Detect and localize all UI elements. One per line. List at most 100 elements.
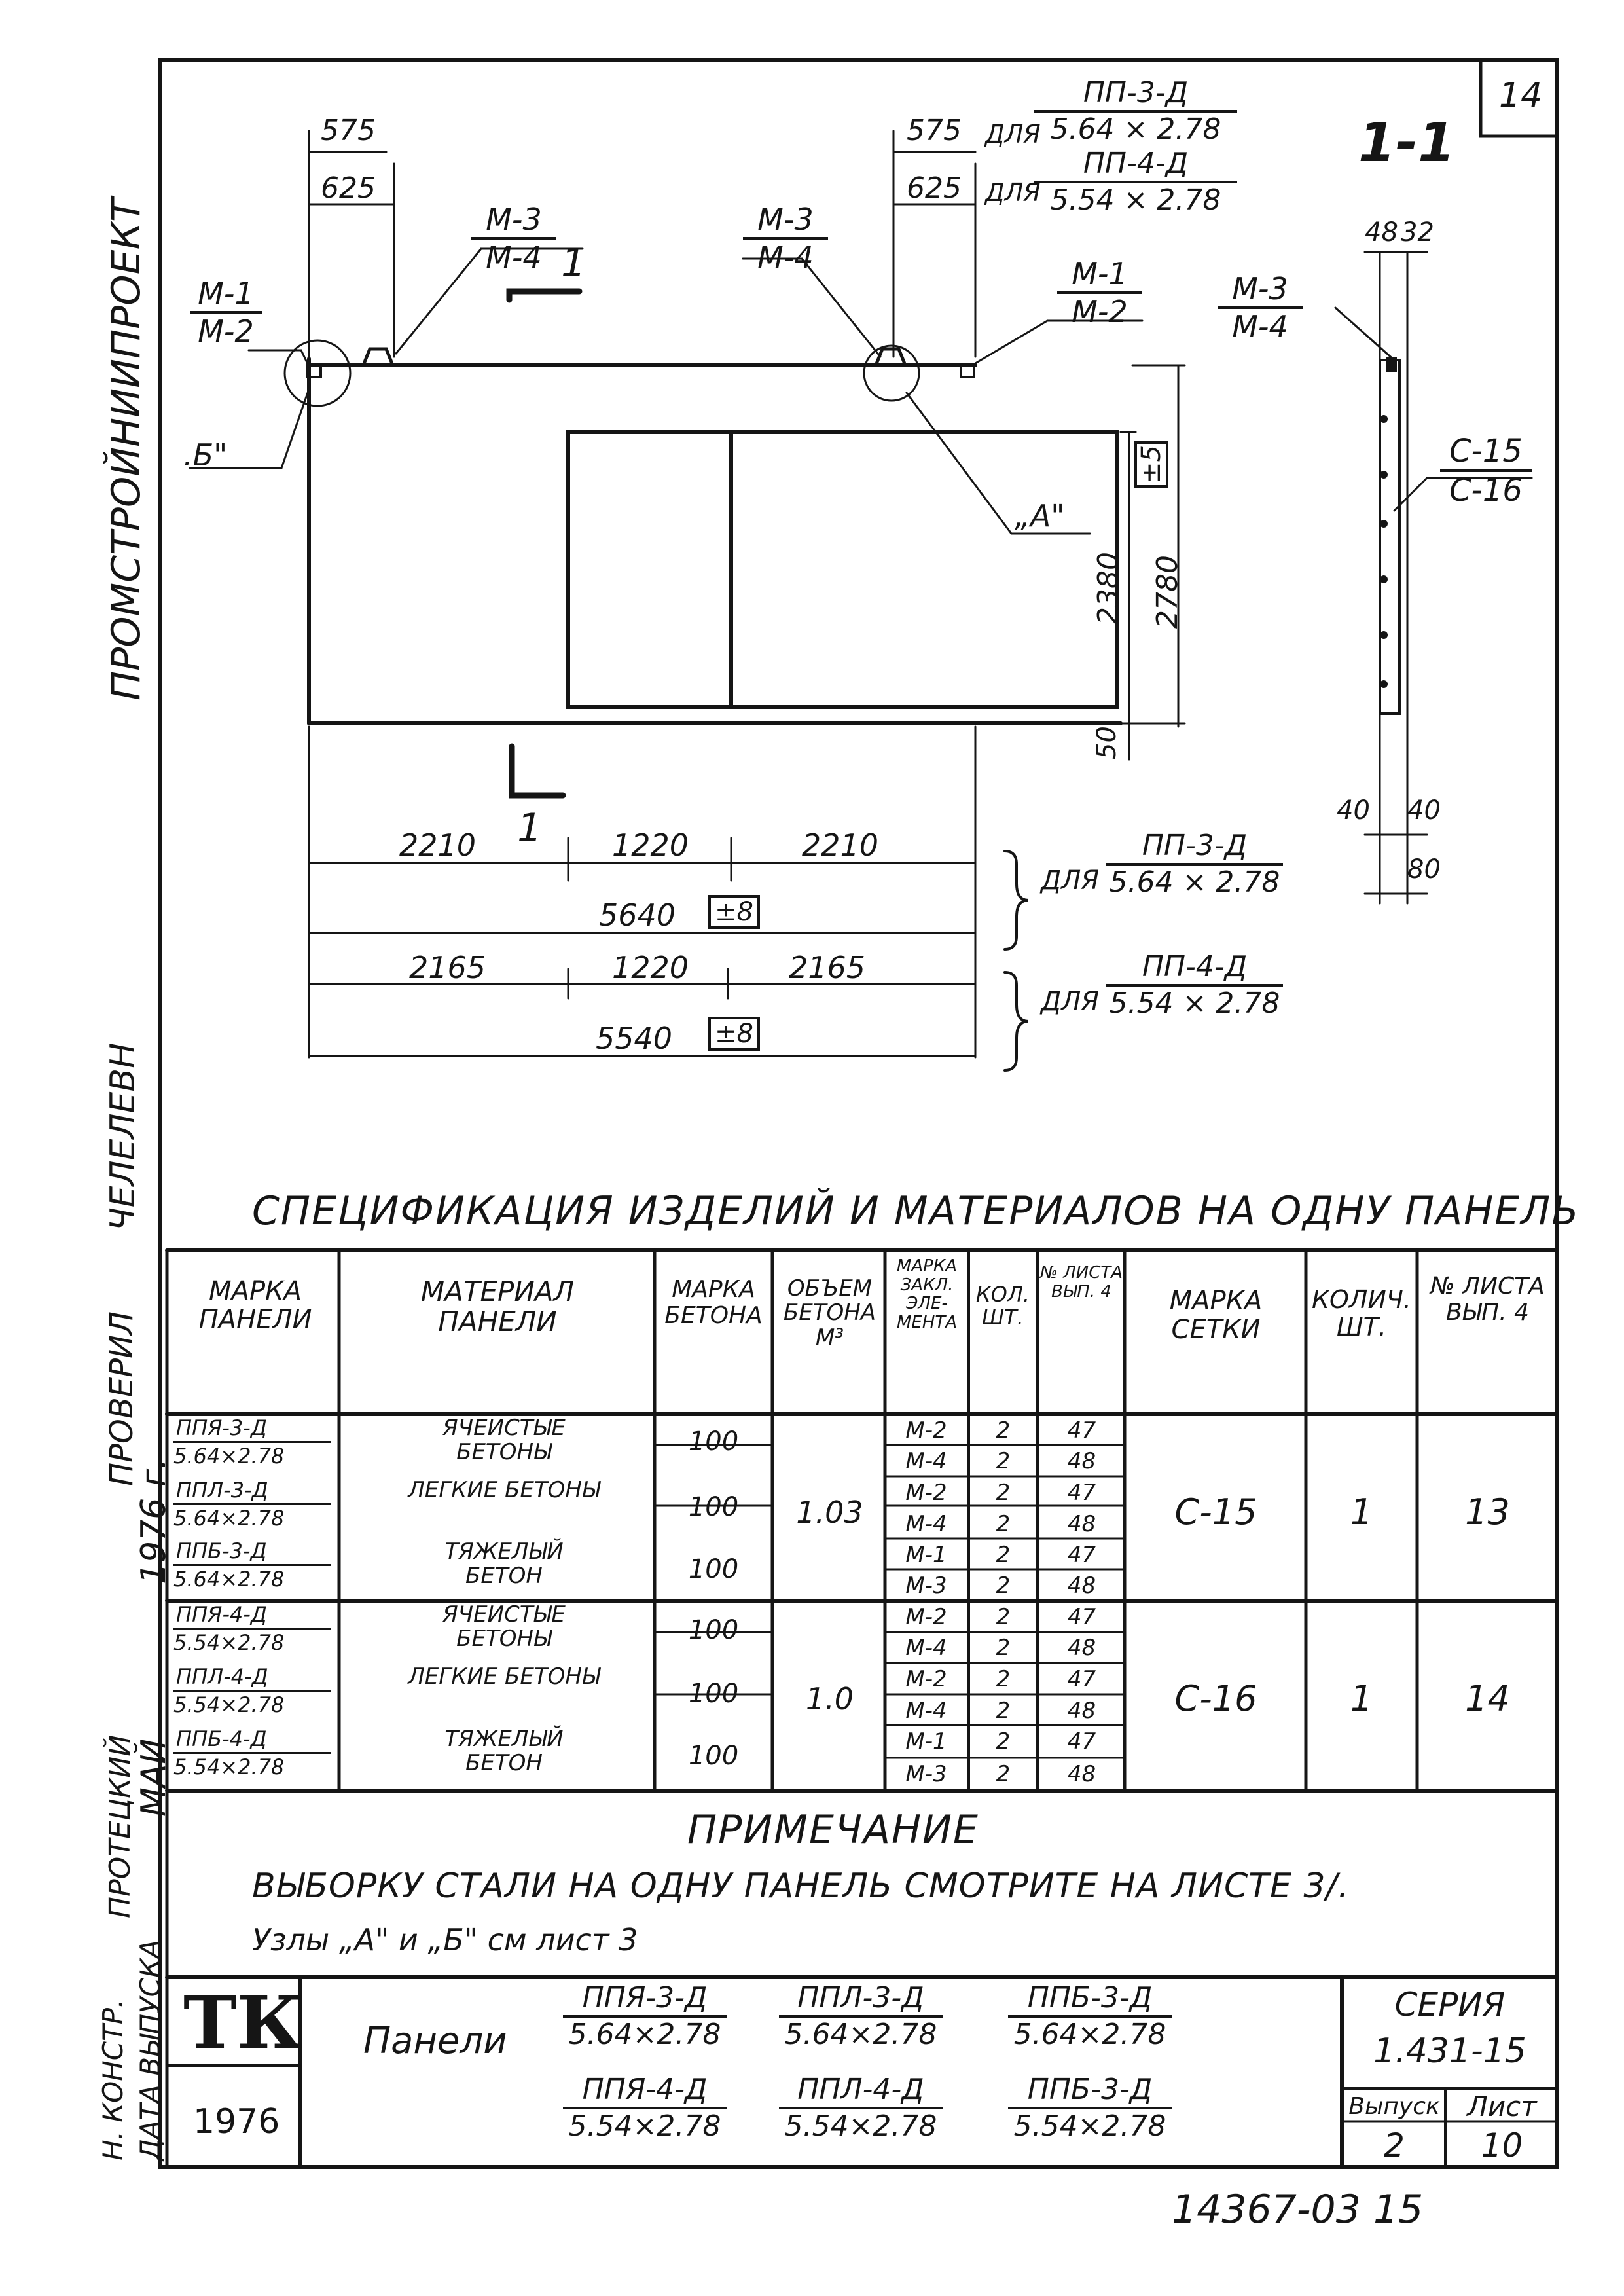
- pp4-bottom-fraction: ПП-4-Д 5.54 × 2.78: [1106, 953, 1283, 1018]
- m1-right: М-1: [1057, 259, 1142, 294]
- tb-item-3: ППБ-3-Д 5.64×2.78: [1008, 1984, 1172, 2049]
- row6-mark: ППБ-4-Д 5.54×2.78: [173, 1728, 331, 1777]
- row2-qty-b: 2: [996, 1511, 1011, 1537]
- th-embed-mark: МАРКА ЗАКЛ. ЭЛЕ-МЕНТА: [896, 1256, 958, 1332]
- group2-mesh-qty: 1: [1350, 1678, 1373, 1719]
- dim-5640: 5640: [599, 898, 676, 933]
- m3-section: М-3: [1218, 274, 1303, 309]
- row1-mark-num: ППЯ-3-Д: [173, 1417, 331, 1443]
- th-sheet: № ЛИСТА ВЫП. 4: [1039, 1263, 1123, 1302]
- pp3-bottom-num: ПП-3-Д: [1106, 831, 1283, 866]
- sec-80: 80: [1407, 854, 1441, 884]
- m2-left: М-2: [198, 314, 254, 349]
- node-b-label: .Б": [183, 437, 228, 473]
- group1-volume: 1.03: [796, 1495, 863, 1530]
- row4-qty-b: 2: [996, 1635, 1011, 1661]
- row3-el-a: М-1: [905, 1542, 947, 1568]
- group2-mesh: С-16: [1174, 1678, 1257, 1719]
- pp3-top-den: 5.64 × 2.78: [1050, 113, 1221, 146]
- dim-50: 50: [1092, 726, 1122, 759]
- tb-item-6: ППБ-3-Д 5.54×2.78: [1008, 2075, 1172, 2141]
- row4-mark-den: 5.54×2.78: [173, 1630, 285, 1655]
- tb-item-6-num: ППБ-3-Д: [1008, 2075, 1172, 2109]
- cut-mark-bottom: 1: [517, 805, 543, 851]
- dim-5540: 5540: [596, 1021, 673, 1056]
- row4-mark: ППЯ-4-Д 5.54×2.78: [173, 1604, 331, 1653]
- row3-qty-b: 2: [996, 1573, 1011, 1599]
- strip-month: МАЙ: [134, 1738, 173, 1817]
- row6-mark-den: 5.54×2.78: [173, 1755, 285, 1779]
- row2-sheet-b: 48: [1067, 1511, 1096, 1537]
- sheet-label: Лист: [1467, 2090, 1537, 2123]
- dim-2165-left: 2165: [409, 950, 486, 985]
- row4-el-b: М-4: [905, 1635, 947, 1661]
- sec-40-right: 40: [1407, 795, 1441, 826]
- m4-section: М-4: [1232, 309, 1288, 344]
- row5-sheet-a: 47: [1067, 1666, 1096, 1692]
- m1-m2-left: М-1 М-2: [190, 278, 262, 346]
- row4-sheet-a: 47: [1067, 1604, 1096, 1630]
- row6-sheet-a: 47: [1067, 1728, 1096, 1755]
- sheet-number: 14: [1499, 76, 1543, 115]
- m4-right: М-4: [757, 240, 814, 275]
- sheet-value: 10: [1481, 2126, 1523, 2164]
- tol-8-bottom: ±8: [708, 1017, 760, 1051]
- strip-role-2: ДАТА ВЫПУСКА: [134, 1939, 166, 2160]
- spec-title: СПЕЦИФИКАЦИЯ ИЗДЕЛИЙ И МАТЕРИАЛОВ НА ОДН…: [252, 1188, 1580, 1234]
- th-mesh-sheet: № ЛИСТА ВЫП. 4: [1430, 1273, 1545, 1326]
- tb-item-4-den: 5.54×2.78: [568, 2109, 721, 2143]
- row3-mark-num: ППБ-3-Д: [173, 1540, 331, 1566]
- group2-volume: 1.0: [805, 1681, 854, 1717]
- group1-mesh: С-15: [1174, 1491, 1257, 1533]
- m1-m2-right: М-1 М-2: [1057, 259, 1142, 327]
- node-a-label: „А": [1015, 498, 1065, 534]
- issue-label: Выпуск: [1348, 2093, 1440, 2120]
- dim-1220-top: 1220: [612, 828, 689, 863]
- tb-item-5-num: ППЛ-4-Д: [779, 2075, 943, 2109]
- th-mesh-qty: КОЛИЧ. ШТ.: [1311, 1285, 1412, 1341]
- pp3-top-fraction: ПП-3-Д 5.64 × 2.78: [1034, 79, 1237, 144]
- tb-item-4-num: ППЯ-4-Д: [563, 2075, 727, 2109]
- archive-number: 14367-03 15: [1172, 2187, 1424, 2232]
- m3-right: М-3: [743, 204, 828, 240]
- m2-right: М-2: [1072, 294, 1128, 329]
- label-for-pp4: ДЛЯ: [985, 178, 1041, 207]
- label-for-pp3-bottom: ДЛЯ: [1041, 866, 1100, 896]
- row6-el-b: М-3: [905, 1761, 947, 1787]
- m3-m4-section: М-3 М-4: [1218, 274, 1303, 342]
- row1-qty-a: 2: [996, 1417, 1011, 1444]
- th-concrete-grade: МАРКА БЕТОНА: [664, 1276, 763, 1329]
- tb-item-2-num: ППЛ-3-Д: [779, 1984, 943, 2018]
- pp3-bottom-fraction: ПП-3-Д 5.64 × 2.78: [1106, 831, 1283, 897]
- row5-mark-den: 5.54×2.78: [173, 1692, 285, 1717]
- dim-2165-right: 2165: [789, 950, 866, 985]
- row6-el-a: М-1: [905, 1728, 947, 1755]
- pp4-bottom-den: 5.54 × 2.78: [1109, 987, 1280, 1020]
- c15-c16-section: С-15 С-16: [1440, 435, 1532, 506]
- row4-el-a: М-2: [905, 1604, 947, 1630]
- strip-author: ПРОТЕЦКИЙ: [103, 1734, 137, 1918]
- tb-item-2: ППЛ-3-Д 5.64×2.78: [779, 1984, 943, 2049]
- dim-2210-right: 2210: [802, 828, 879, 863]
- row2-qty-a: 2: [996, 1480, 1011, 1506]
- pp4-top-den: 5.54 × 2.78: [1034, 181, 1237, 215]
- row2-sheet-a: 47: [1067, 1480, 1096, 1506]
- group1-mesh-sheet: 13: [1465, 1491, 1510, 1533]
- tb-item-5-den: 5.54×2.78: [784, 2109, 937, 2143]
- row1-mark-den: 5.64×2.78: [173, 1444, 285, 1468]
- m3-m4-left: М-3 М-4: [471, 204, 556, 272]
- cut-mark-top: 1: [561, 240, 586, 286]
- label-for-pp3: ДЛЯ: [985, 120, 1041, 149]
- th-panel-material: МАТЕРИАЛ ПАНЕЛИ: [420, 1275, 575, 1338]
- dim-575-right: 575: [907, 114, 962, 147]
- row2-el-a: М-2: [905, 1480, 947, 1506]
- row5-qty-a: 2: [996, 1666, 1011, 1692]
- row3-mark: ППБ-3-Д 5.64×2.78: [173, 1540, 331, 1590]
- row2-mark-num: ППЛ-3-Д: [173, 1480, 331, 1505]
- group1-mesh-qty: 1: [1350, 1491, 1373, 1533]
- tol-5: ±5: [1134, 441, 1168, 488]
- series-value: 1.431-15: [1373, 2032, 1526, 2071]
- m4-left: М-4: [486, 240, 542, 275]
- row1-el-a: М-2: [905, 1417, 947, 1444]
